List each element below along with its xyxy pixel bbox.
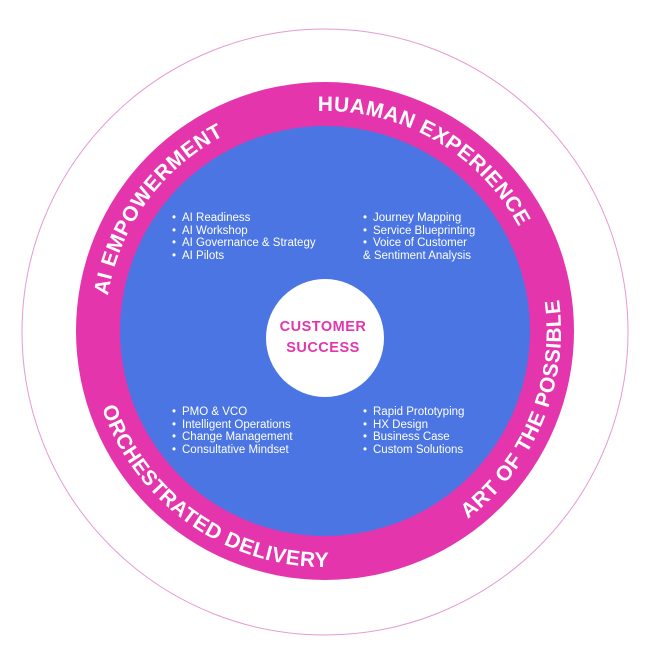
list-item: •PMO & VCO (172, 406, 248, 418)
list-ai-empowerment: •AI Readiness •AI Workshop •AI Governanc… (172, 212, 316, 262)
center-circle (266, 279, 384, 397)
outer-outline-circle (21, 28, 629, 636)
list-item: •Journey Mapping (363, 212, 462, 224)
list-item: •AI Readiness (172, 212, 251, 224)
list-item: •Intelligent Operations (172, 418, 291, 431)
list-item-continuation: & Sentiment Analysis (363, 249, 472, 262)
list-art-of-the-possible: •Rapid Prototyping •HX Design •Business … (363, 406, 464, 456)
list-item: •AI Governance & Strategy (172, 237, 316, 250)
list-item: •Service Blueprinting (363, 224, 476, 237)
list-item: •HX Design (363, 418, 428, 431)
list-item: •Business Case (363, 431, 450, 444)
list-orchestrated-delivery: •PMO & VCO •Intelligent Operations •Chan… (172, 406, 293, 456)
list-item: •Change Management (172, 431, 293, 444)
list-item: •AI Workshop (172, 224, 248, 237)
list-item: •Consultative Mindset (172, 443, 289, 456)
list-item: •Voice of Customer (363, 237, 467, 250)
list-human-experience: •Journey Mapping •Service Blueprinting •… (363, 212, 475, 262)
list-item: •Custom Solutions (363, 443, 464, 456)
center-label-line1: CUSTOMER (280, 319, 367, 335)
list-item: •Rapid Prototyping (363, 406, 465, 418)
center-label-line2: SUCCESS (286, 340, 360, 356)
list-item: •AI Pilots (172, 249, 225, 262)
